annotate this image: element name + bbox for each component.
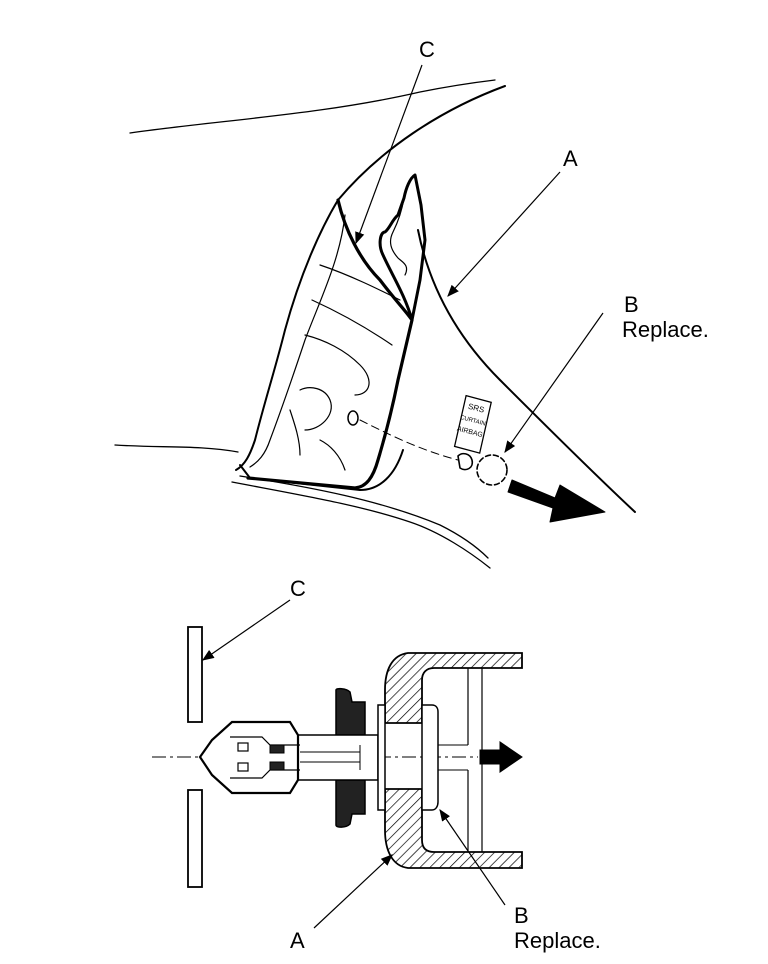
section-clip-grommet-upper (335, 687, 366, 736)
body-panel-a-outline (235, 85, 506, 471)
pillar-trim-c-inner (249, 214, 346, 468)
trim-clip-hole (347, 410, 359, 426)
bottom-cross-section (152, 626, 523, 888)
clip-b (457, 452, 508, 486)
bottom-leaders (202, 599, 506, 929)
trim-torn-edge (378, 173, 427, 322)
sill-line (114, 444, 239, 453)
section-clip-grommet-lower (335, 779, 366, 828)
trim-torn-inner (389, 197, 408, 276)
bottom-label-b-letter: B (514, 903, 529, 928)
section-clip-head (198, 720, 300, 795)
srs-airbag-stamp: SRS CURTAIN AIRBAG (453, 394, 492, 454)
section-trim-c-lower (187, 789, 203, 888)
body-panel-a-lower-edge (417, 229, 636, 513)
bottom-label-c: C (290, 576, 306, 601)
pillar-trim-c-outer (246, 198, 414, 490)
top-illustration (114, 79, 636, 569)
stamp-line-1: SRS (467, 402, 485, 415)
top-label-b-note: Replace. (622, 317, 709, 342)
section-trim-c-upper (187, 626, 203, 723)
section-clip-body (289, 734, 379, 781)
clip-alignment-dashline (359, 419, 459, 461)
top-label-c: C (419, 37, 435, 62)
roof-line (129, 79, 496, 134)
pull-direction-arrow (507, 479, 606, 523)
stamp-line-2: CURTAIN (459, 415, 486, 428)
pillar-trim-c-bottom (239, 449, 404, 491)
stamp-line-3: AIRBAG (456, 426, 483, 440)
section-pull-arrow (479, 741, 523, 773)
top-label-a: A (563, 146, 578, 171)
top-label-b-letter: B (624, 292, 639, 317)
bottom-label-a: A (290, 928, 305, 953)
section-body-panel-a (384, 652, 523, 724)
bottom-label-b-note: Replace. (514, 928, 601, 953)
top-leaders (355, 64, 604, 453)
